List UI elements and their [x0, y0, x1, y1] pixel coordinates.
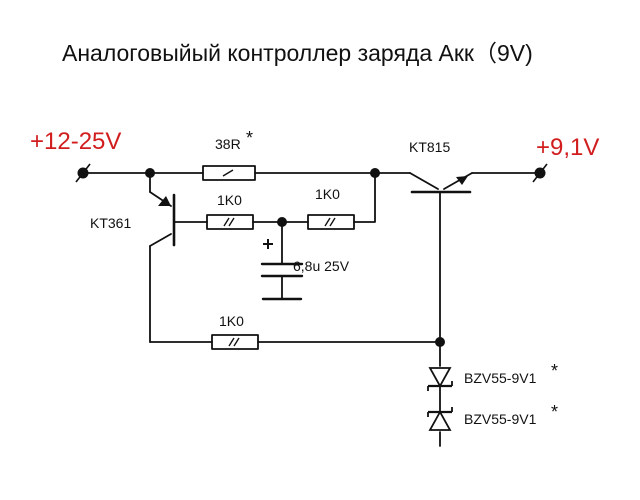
- kt815-emitter-lead: [443, 172, 473, 190]
- resistor-1k0-mid-label: 1K0: [315, 186, 340, 202]
- resistor-1k0-feedback: [211, 334, 259, 350]
- resistor-38r-label: 38R: [215, 136, 241, 152]
- junction-rail-r2: [370, 168, 380, 178]
- wire-r2-to-rail: [353, 172, 376, 223]
- zener-diode-2: [427, 407, 453, 431]
- kt361-emitter-arrow: [158, 196, 171, 206]
- kt815-collector-lead: [409, 172, 439, 190]
- terminal-output-tick: [532, 163, 548, 183]
- zener-1-label: BZV55-9V1: [464, 370, 537, 386]
- zener-1-mark: *: [551, 361, 559, 381]
- resistor-1k0-feedback-label: 1K0: [219, 313, 244, 329]
- resistor-1k0-base-label: 1K0: [217, 192, 242, 208]
- junction-feedback: [435, 337, 445, 347]
- junction-cap-node: [277, 217, 287, 227]
- diagram-title: Аналоговыйый контроллер заряда Акк（9V): [62, 40, 533, 66]
- terminal-input-tick: [75, 163, 91, 183]
- resistor-1k0-base: [206, 214, 254, 230]
- kt815-emitter-arrow: [456, 176, 468, 185]
- junction-rail-q1: [145, 168, 155, 178]
- kt361-label: KT361: [90, 215, 132, 231]
- input-voltage-label: +12-25V: [30, 128, 122, 155]
- capacitor-label: 6,8u 25V: [293, 258, 350, 274]
- resistor-38r-mark: *: [246, 128, 254, 148]
- zener-2-label: BZV55-9V1: [464, 411, 537, 427]
- kt361-collector-lead: [149, 233, 172, 247]
- kt815-label: KT815: [409, 139, 451, 155]
- zener-2-mark: *: [551, 402, 559, 422]
- zener-diode-1: [427, 367, 453, 391]
- resistor-1k0-mid: [307, 214, 355, 230]
- output-voltage-label: +9,1V: [536, 134, 600, 161]
